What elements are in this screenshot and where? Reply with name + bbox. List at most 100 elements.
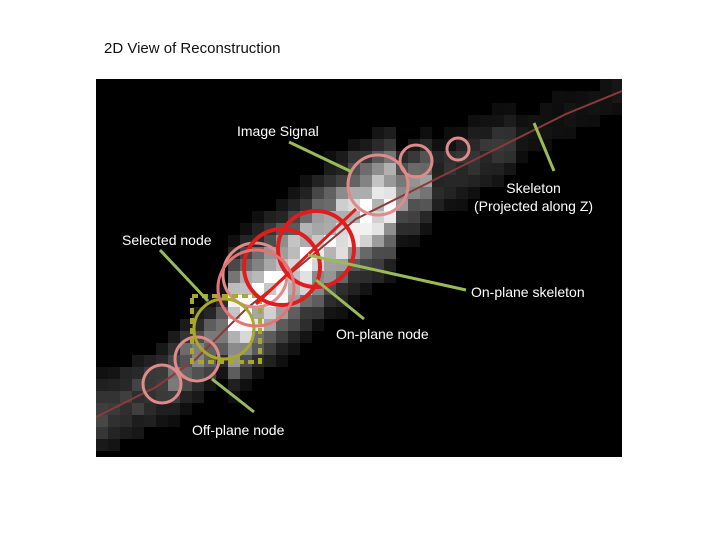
signal-pixel: [192, 391, 204, 403]
signal-pixel: [468, 115, 480, 127]
signal-pixel: [96, 439, 108, 451]
signal-pixel: [360, 175, 372, 187]
signal-pixel: [372, 247, 384, 259]
signal-pixel: [336, 283, 348, 295]
signal-pixel: [108, 427, 120, 439]
signal-pixel: [144, 403, 156, 415]
signal-pixel: [300, 187, 312, 199]
signal-pixel: [420, 211, 432, 223]
signal-pixel: [384, 175, 396, 187]
signal-pixel: [372, 175, 384, 187]
selected-node-box[interactable]: [190, 294, 262, 364]
signal-pixel: [588, 115, 600, 127]
signal-pixel: [360, 163, 372, 175]
signal-pixel: [324, 187, 336, 199]
signal-pixel: [240, 367, 252, 379]
signal-pixel: [384, 127, 396, 139]
callout-image-signal: [288, 140, 353, 174]
signal-pixel: [96, 379, 108, 391]
signal-pixel: [504, 103, 516, 115]
signal-pixel: [108, 391, 120, 403]
signal-pixel: [276, 331, 288, 343]
on-plane-nodes: [216, 209, 356, 328]
signal-pixel: [372, 139, 384, 151]
signal-pixel: [288, 319, 300, 331]
signal-pixel: [204, 319, 216, 331]
signal-pixel: [540, 115, 552, 127]
signal-pixel: [252, 211, 264, 223]
signal-pixel: [300, 319, 312, 331]
signal-pixel: [288, 307, 300, 319]
signal-pixel: [360, 199, 372, 211]
signal-pixel: [228, 271, 240, 283]
signal-pixel: [312, 211, 324, 223]
signal-pixel: [132, 367, 144, 379]
signal-pixel: [348, 295, 360, 307]
signal-pixel: [336, 199, 348, 211]
signal-pixel: [312, 175, 324, 187]
signal-pixel: [408, 235, 420, 247]
signal-pixel: [468, 139, 480, 151]
signal-pixel: [288, 199, 300, 211]
signal-pixel: [96, 391, 108, 403]
signal-pixel: [276, 211, 288, 223]
signal-pixel: [288, 187, 300, 199]
callout-lines: [158, 122, 556, 414]
signal-pixel: [540, 103, 552, 115]
signal-pixel: [480, 151, 492, 163]
signal-pixel: [360, 187, 372, 199]
signal-pixel: [492, 139, 504, 151]
signal-pixel: [468, 175, 480, 187]
signal-pixel: [444, 163, 456, 175]
label-selected-node: Selected node: [122, 232, 212, 248]
signal-pixel: [564, 115, 576, 127]
signal-pixel: [264, 331, 276, 343]
signal-pixel: [336, 175, 348, 187]
reconstruction-view: Image Signal Skeleton (Projected along Z…: [96, 79, 622, 457]
signal-pixel: [300, 271, 312, 283]
off-plane-node: [141, 363, 183, 405]
signal-pixel: [360, 283, 372, 295]
slide-title: 2D View of Reconstruction: [104, 40, 281, 57]
signal-pixel: [288, 247, 300, 259]
signal-pixel: [180, 379, 192, 391]
signal-pixel: [228, 367, 240, 379]
signal-pixel: [228, 259, 240, 271]
signal-pixel: [192, 367, 204, 379]
signal-pixel: [588, 103, 600, 115]
label-image-signal: Image Signal: [237, 123, 319, 139]
signal-pixel: [588, 91, 600, 103]
signal-pixel: [360, 223, 372, 235]
signal-pixel: [552, 103, 564, 115]
signal-pixel: [324, 295, 336, 307]
signal-pixel: [204, 307, 216, 319]
signal-pixel: [384, 139, 396, 151]
signal-pixel: [468, 187, 480, 199]
signal-pixel: [432, 175, 444, 187]
signal-pixel: [228, 331, 240, 343]
signal-pixel: [96, 415, 108, 427]
signal-pixel: [492, 151, 504, 163]
signal-pixel: [336, 187, 348, 199]
label-skeleton-line2: (Projected along Z): [474, 198, 594, 214]
signal-pixel: [168, 415, 180, 427]
signal-pixel: [108, 439, 120, 451]
signal-pixel: [216, 331, 228, 343]
signal-pixel: [372, 151, 384, 163]
signal-pixel: [300, 199, 312, 211]
signal-pixel: [432, 187, 444, 199]
signal-pixel: [180, 319, 192, 331]
signal-pixel: [252, 271, 264, 283]
signal-pixel: [216, 319, 228, 331]
signal-pixel: [384, 259, 396, 271]
signal-pixel: [600, 103, 612, 115]
signal-pixel: [396, 211, 408, 223]
signal-pixel: [108, 415, 120, 427]
signal-pixel: [432, 163, 444, 175]
signal-pixel: [372, 235, 384, 247]
signal-pixel: [456, 175, 468, 187]
signal-pixel: [336, 151, 348, 163]
signal-pixel: [360, 271, 372, 283]
signal-pixel: [156, 403, 168, 415]
label-skeleton-line1: Skeleton: [506, 180, 561, 196]
